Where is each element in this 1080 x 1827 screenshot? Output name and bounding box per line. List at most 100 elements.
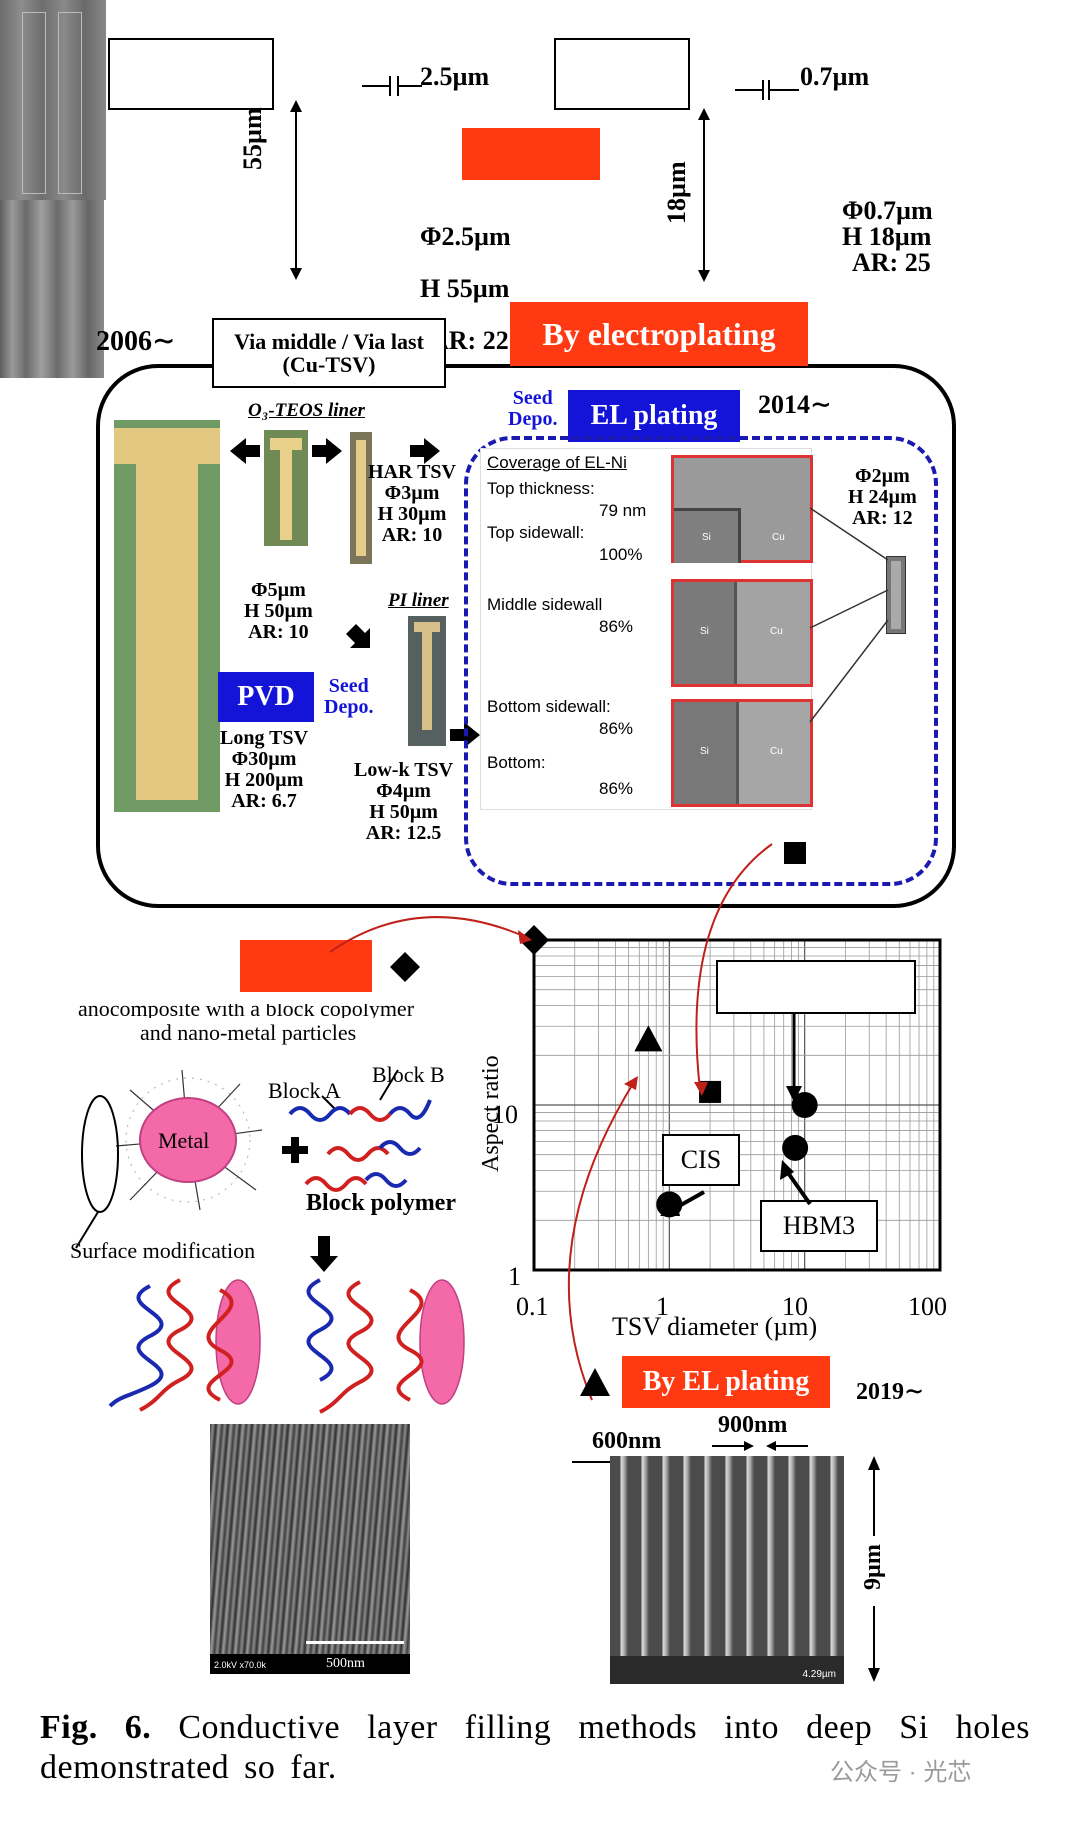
by-electroplating-label: By electroplating <box>510 302 808 366</box>
bottom-label: Bottom: <box>487 753 546 772</box>
sem-nanopillars: 4.29µm <box>610 1456 844 1684</box>
red-label-block-top <box>462 128 600 180</box>
tsv5-spec: Φ5µm H 50µm AR: 10 <box>244 579 313 643</box>
pi-liner-label: PI liner <box>388 590 449 611</box>
arrow-right-2 <box>410 438 440 464</box>
seed-depo-left: Seed Depo. <box>324 675 374 718</box>
caption-text: Conductive layer filling methods into de… <box>40 1709 1030 1787</box>
coverage-title: Coverage of EL-Ni <box>487 453 627 472</box>
metal-particle <box>125 1077 251 1203</box>
year-2014: 2014∼ <box>758 390 832 419</box>
si-label: Si <box>702 532 711 543</box>
sem-image-top-right <box>0 200 104 378</box>
sem-info-label: 2.0kV x70.0k <box>214 1660 267 1670</box>
dim-9um: 9µm <box>860 1544 886 1590</box>
o3-tsv-image-1 <box>264 430 308 546</box>
el-ni-dashed-region <box>464 436 938 886</box>
y-tick-label: 10 <box>492 1100 518 1129</box>
middle-sidewall-label: Middle sidewall <box>487 595 603 614</box>
nano-title-line2: and nano-metal particles <box>140 1020 357 1045</box>
chart-overlay-arrows <box>329 843 812 1401</box>
dim-width-top-right: 0.7µm <box>800 62 870 91</box>
year-2019: 2019∼ <box>856 1379 925 1405</box>
data-point-diamond <box>519 925 549 955</box>
sem-top: Si Cu <box>671 455 813 563</box>
plot-frame <box>532 938 942 1272</box>
el-plating-label: EL plating <box>568 390 740 442</box>
block-polymer-label: Block polymer <box>306 1190 456 1216</box>
cu-label: Cu <box>770 746 783 757</box>
arrow-down-right <box>346 624 370 648</box>
empty-label-box-left <box>108 38 274 110</box>
x-tick-label: 1 <box>656 1292 669 1321</box>
top-thickness-value: 79 nm <box>599 501 647 520</box>
dim-width-top-left: 2.5µm <box>420 62 490 91</box>
top-sidewall-label: Top sidewall: <box>487 523 585 542</box>
bottom-sidewall-label: Bottom sidewall: <box>487 697 611 716</box>
spec-top-right: Φ0.7µm H 18µm AR: 25 <box>842 198 933 276</box>
har-tsv-spec: HAR TSV Φ3µm H 30µm AR: 10 <box>368 461 456 546</box>
dim-arrow-top-left-height <box>290 100 302 280</box>
by-el-plating-label: By EL plating <box>622 1356 830 1408</box>
data-point-circle <box>791 1092 818 1118</box>
arrow-left-to-long <box>230 438 260 464</box>
sem-scale-bottom: 4.29µm <box>802 1669 836 1680</box>
spec-line: H 18µm <box>842 222 932 251</box>
middle-sidewall-value: 86% <box>599 617 634 636</box>
chart-xlabel: TSV diameter (µm) <box>612 1312 818 1341</box>
sem-image-top-left <box>0 0 106 200</box>
sem-nanostructure: 500nm 2.0kV x70.0k <box>210 1424 410 1674</box>
coverage-panel: Coverage of EL-Ni Top thickness: 79 nm T… <box>480 448 813 810</box>
surface-mod-label: Surface modification <box>70 1238 256 1263</box>
year-2006: 2006∼ <box>96 326 176 357</box>
arrow-right-1 <box>312 438 342 464</box>
sem-middle: Si Cu <box>671 579 813 687</box>
top-thickness-label: Top thickness: <box>487 479 595 498</box>
dim-900: 900nm <box>718 1412 788 1438</box>
dim-height-top-left: 55µm <box>238 107 267 170</box>
data-point-triangle <box>634 1025 663 1052</box>
hbm3-label: HBM3 <box>760 1200 878 1252</box>
long-tsv-spec: Long TSV Φ30µm H 200µm AR: 6.7 <box>220 727 309 812</box>
spec-line: AR: 25 <box>852 248 931 277</box>
dim-height-top-right: 18µm <box>662 161 691 224</box>
pointer-lines <box>809 507 889 723</box>
empty-label-box-right <box>554 38 690 110</box>
metal-label: Metal <box>158 1128 210 1153</box>
o3-tsv-image-2 <box>350 432 372 564</box>
x-tick-label: 10 <box>782 1292 808 1321</box>
seed-depo-top: Seed Depo. <box>508 387 558 430</box>
spec-line: H 55µm <box>420 274 510 303</box>
data-point-circle <box>782 1134 809 1161</box>
caption-label: Fig. 6. <box>40 1709 152 1746</box>
ni-via-spec: Φ2µm H 24µm AR: 12 <box>848 465 917 529</box>
bottom-sidewall-value: 86% <box>599 719 634 738</box>
top-sidewall-value: 100% <box>599 545 643 564</box>
x-tick-label: 100 <box>908 1292 947 1321</box>
cis-label: CIS <box>662 1134 740 1186</box>
bottom-value: 86% <box>599 779 634 798</box>
block-a-label: Block A <box>268 1078 341 1103</box>
o3-liner-label: O₃-TEOS liner <box>248 400 365 421</box>
pvd-label: PVD <box>218 672 314 722</box>
spec-line: Φ0.7µm <box>842 196 933 225</box>
dim-arrow-top-left-width <box>362 76 422 96</box>
ni-via-image <box>886 556 906 634</box>
dim-9um-arrow <box>868 1456 880 1682</box>
square-marker-panel <box>784 842 806 864</box>
nanocomposite-illustration <box>75 1069 465 1414</box>
sem-bottom: Si Cu <box>671 699 813 807</box>
figure-caption: Fig. 6. Conductive layer filling methods… <box>40 1708 1030 1788</box>
dim-arrow-top-right-height <box>698 108 710 282</box>
si-label: Si <box>700 626 709 637</box>
y-tick-label: 1 <box>508 1262 521 1291</box>
chart-empty-label-box <box>716 960 916 1014</box>
nano-title-partial: anocomposite with a block copolymer <box>78 1004 415 1018</box>
watermark: 公众号 · 光芯 <box>830 1759 972 1786</box>
lowk-tsv-spec: Low-k TSV Φ4µm H 50µm AR: 12.5 <box>354 759 454 844</box>
red-label-block-mid <box>240 940 372 992</box>
cu-label: Cu <box>770 626 783 637</box>
dim-600: 600nm <box>592 1428 662 1454</box>
block-b-label: Block B <box>372 1062 445 1087</box>
dim-arrow-top-right-width <box>735 80 799 100</box>
